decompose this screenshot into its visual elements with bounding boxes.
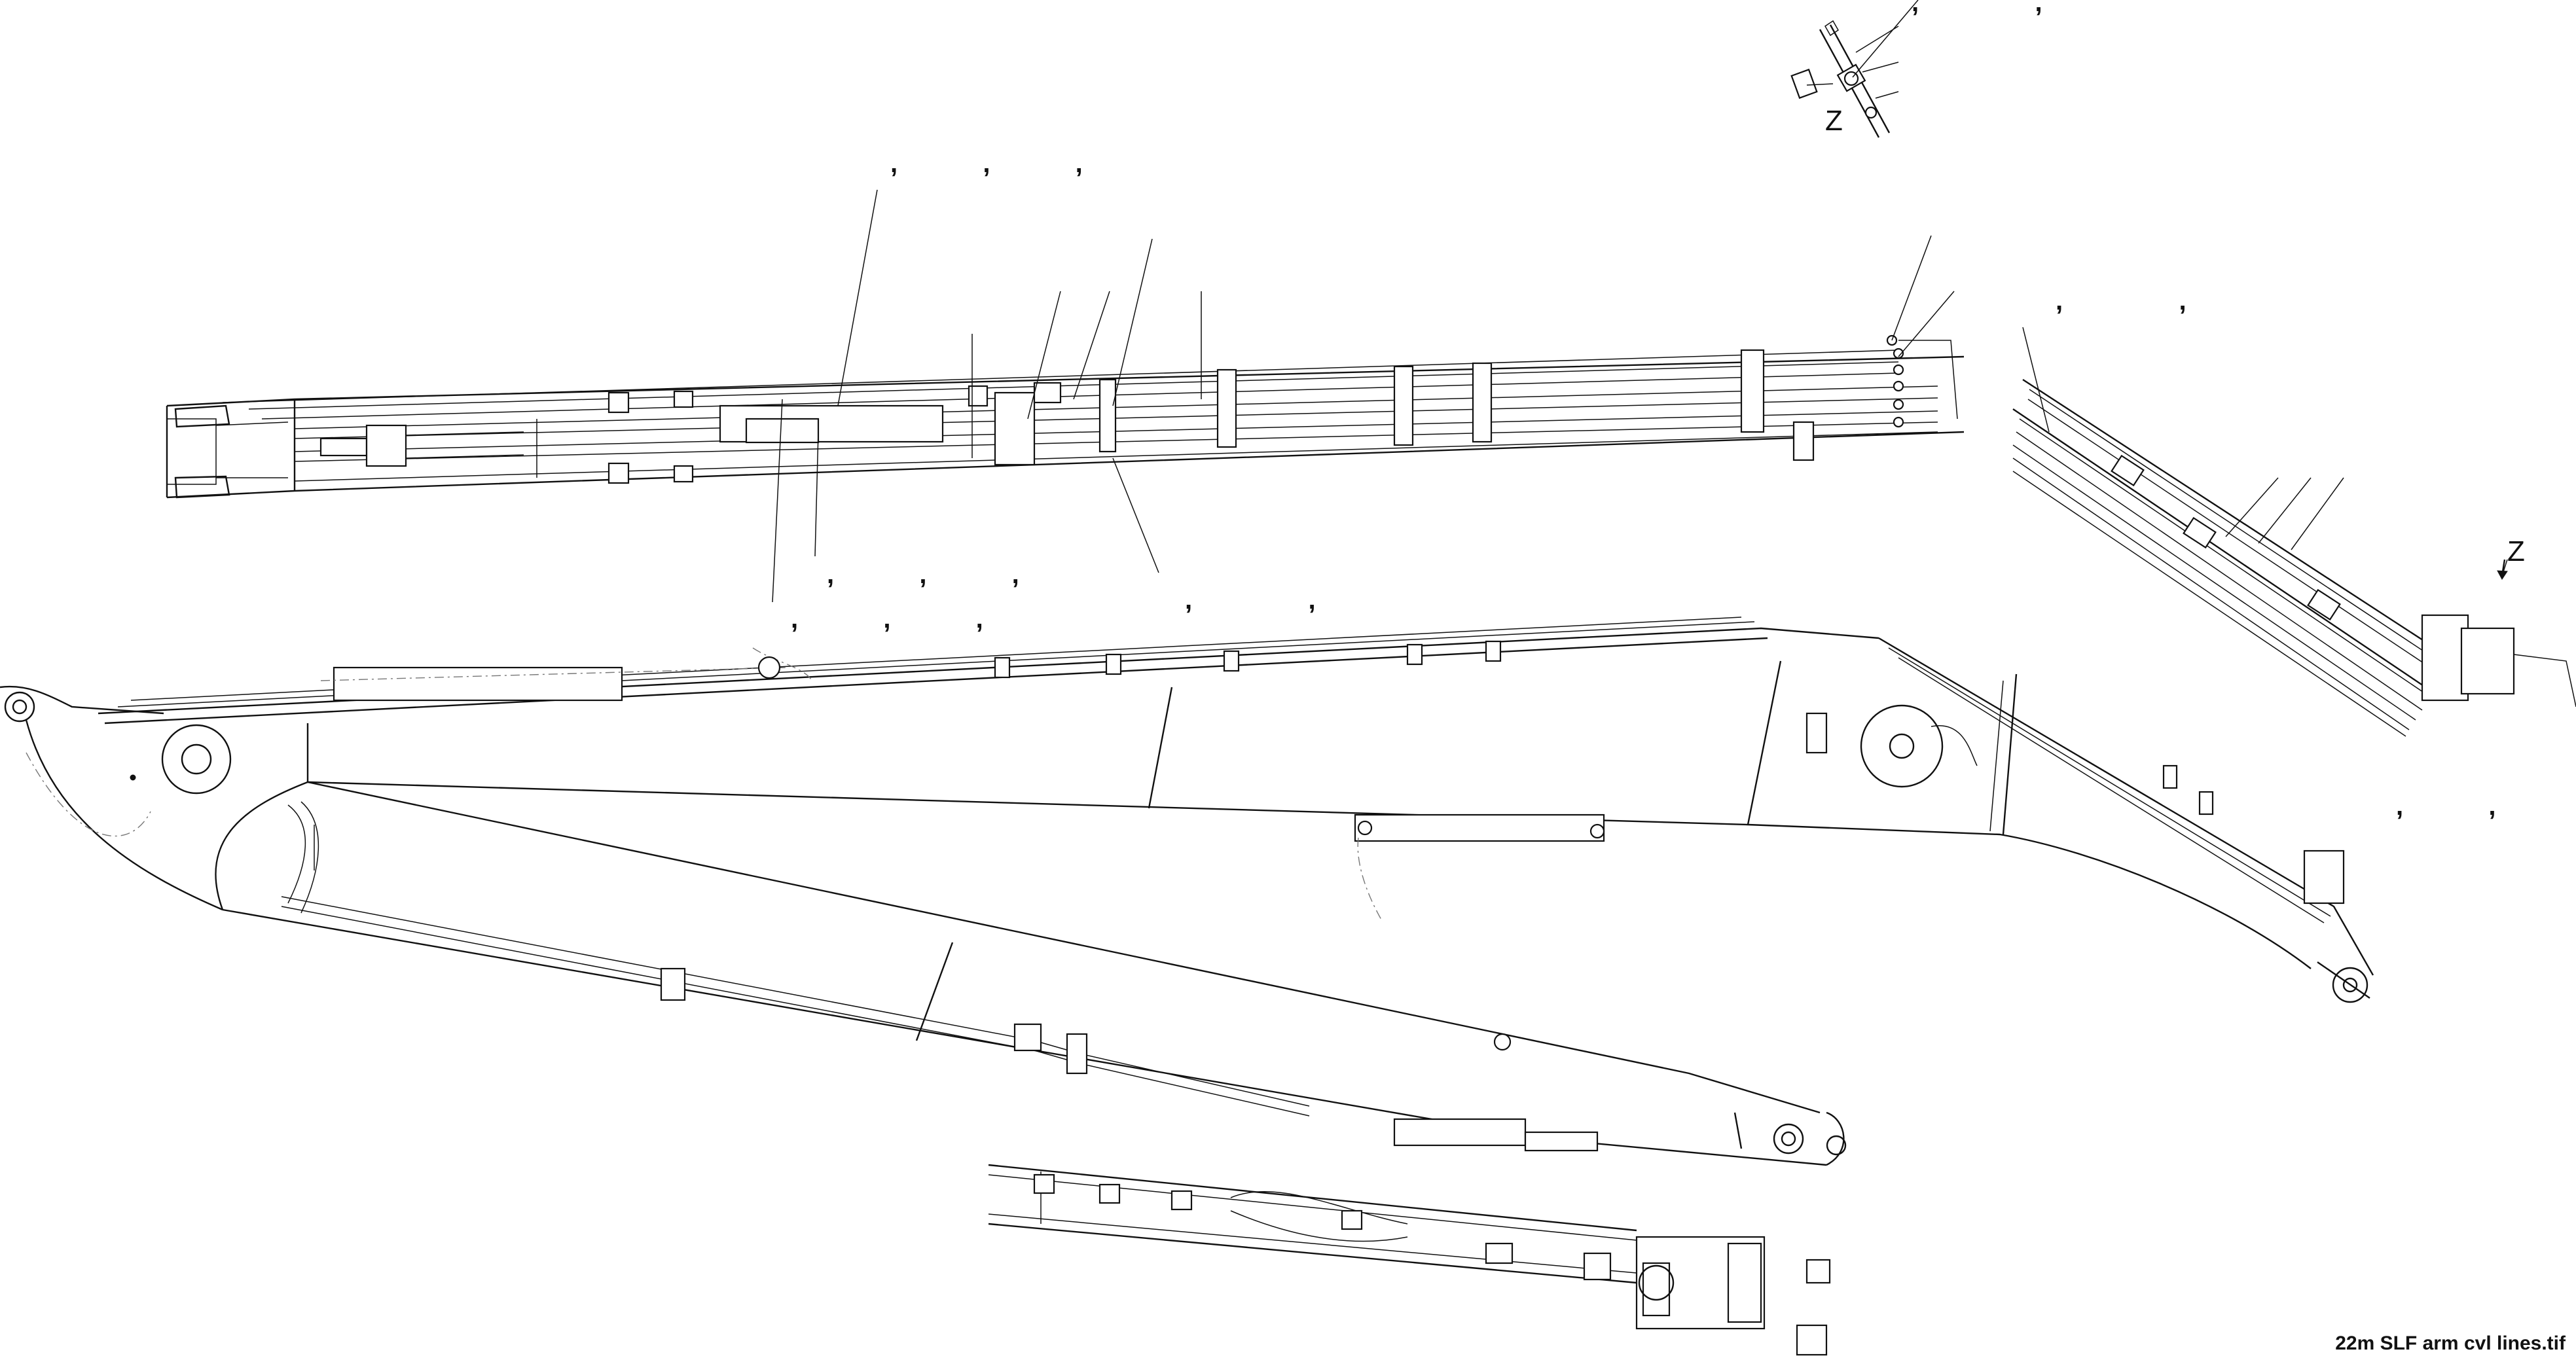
callout-detail-left: , , bbox=[2056, 287, 2210, 315]
arm-plan-view bbox=[166, 189, 1965, 603]
detail-z-view bbox=[1790, 0, 1919, 138]
callout-plan-lower-left: , , , bbox=[827, 560, 1043, 589]
callout-plan-upper-left: , , , bbox=[890, 149, 1106, 178]
callout-detail-lower-right: , , , bbox=[2396, 792, 2520, 821]
callout-side-top-left: , , , bbox=[791, 605, 1007, 634]
arm-end-detail-view bbox=[2012, 327, 2576, 737]
z-view-arrow bbox=[2501, 559, 2508, 577]
view-z-arrow-label: Z bbox=[2507, 535, 2525, 567]
detail-z-label: Z bbox=[1825, 105, 1843, 137]
callout-plan-lower-mid: , , bbox=[1185, 586, 1339, 615]
arm-bottom-plan-view bbox=[988, 1164, 1831, 1356]
callout-top-z: , , bbox=[1912, 0, 2066, 17]
file-name-label: 22m SLF arm cvl lines.tif bbox=[2335, 1333, 2566, 1354]
arm-side-view bbox=[0, 617, 2374, 1166]
